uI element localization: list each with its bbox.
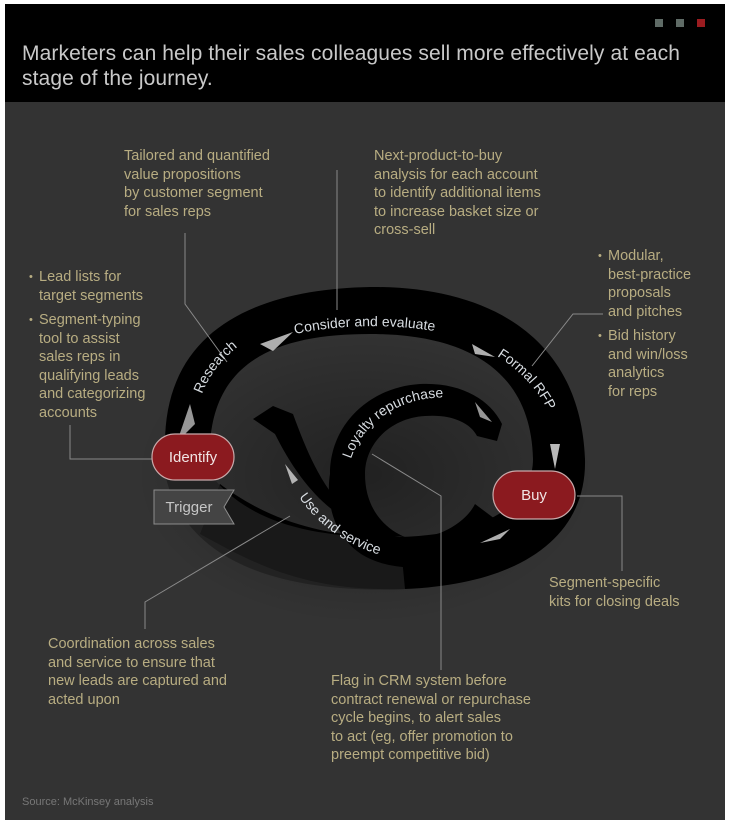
note-identify: Lead lists for target segments Segment-t… [29, 268, 145, 422]
arrow-icon [260, 332, 293, 351]
arrow-icon [475, 402, 492, 422]
arrow-icon [550, 444, 560, 469]
note-research: Tailored and quantified value propositio… [124, 148, 270, 220]
infographic-frame: Marketers can help their sales colleague… [5, 4, 725, 820]
indicator-dot [676, 19, 684, 27]
journey-diagram: Research Consider and evaluate Formal RF… [69, 170, 623, 670]
outer-loop-band [165, 286, 586, 590]
bullet-item: Bid history and win/loss analytics for r… [598, 327, 691, 401]
bullet-item: Segment-typing tool to assist sales reps… [29, 311, 145, 422]
connector-loyalty [371, 453, 442, 670]
buy-node: Buy [492, 470, 576, 520]
note-loyalty: Flag in CRM system before contract renew… [331, 673, 531, 763]
trigger-node: Trigger [153, 489, 235, 525]
connector-identify [69, 425, 153, 460]
source-note: Source: McKinsey analysis [22, 796, 154, 808]
inner-loop-band [253, 383, 502, 568]
bullet-item: Lead lists for target segments [29, 268, 145, 305]
connector-buy [577, 495, 623, 571]
trigger-label: Trigger [166, 499, 213, 516]
indicator-dot-active [697, 19, 705, 27]
note-rfp: Modular, best-practice proposals and pit… [598, 247, 691, 401]
identify-node: Identify [151, 433, 235, 481]
arrow-icon [177, 404, 195, 442]
arrow-icon [472, 344, 495, 357]
header: Marketers can help their sales colleague… [5, 4, 725, 102]
page-indicator [655, 19, 705, 27]
connector-rfp [531, 313, 603, 367]
bullet-item: Modular, best-practice proposals and pit… [598, 247, 691, 321]
note-consider: Next-product-to-buy analysis for each ac… [374, 148, 541, 238]
note-buy: Segment-specific kits for closing deals [549, 575, 680, 610]
note-use: Coordination across sales and service to… [48, 636, 227, 708]
connector-use [144, 515, 291, 629]
indicator-dot [655, 19, 663, 27]
buy-label: Buy [521, 487, 547, 504]
arrow-icon [285, 464, 298, 484]
identify-label: Identify [169, 449, 218, 466]
connector-research [184, 233, 228, 363]
arrow-icon [480, 529, 510, 543]
page-title: Marketers can help their sales colleague… [22, 42, 681, 90]
connector-lines [69, 170, 623, 670]
